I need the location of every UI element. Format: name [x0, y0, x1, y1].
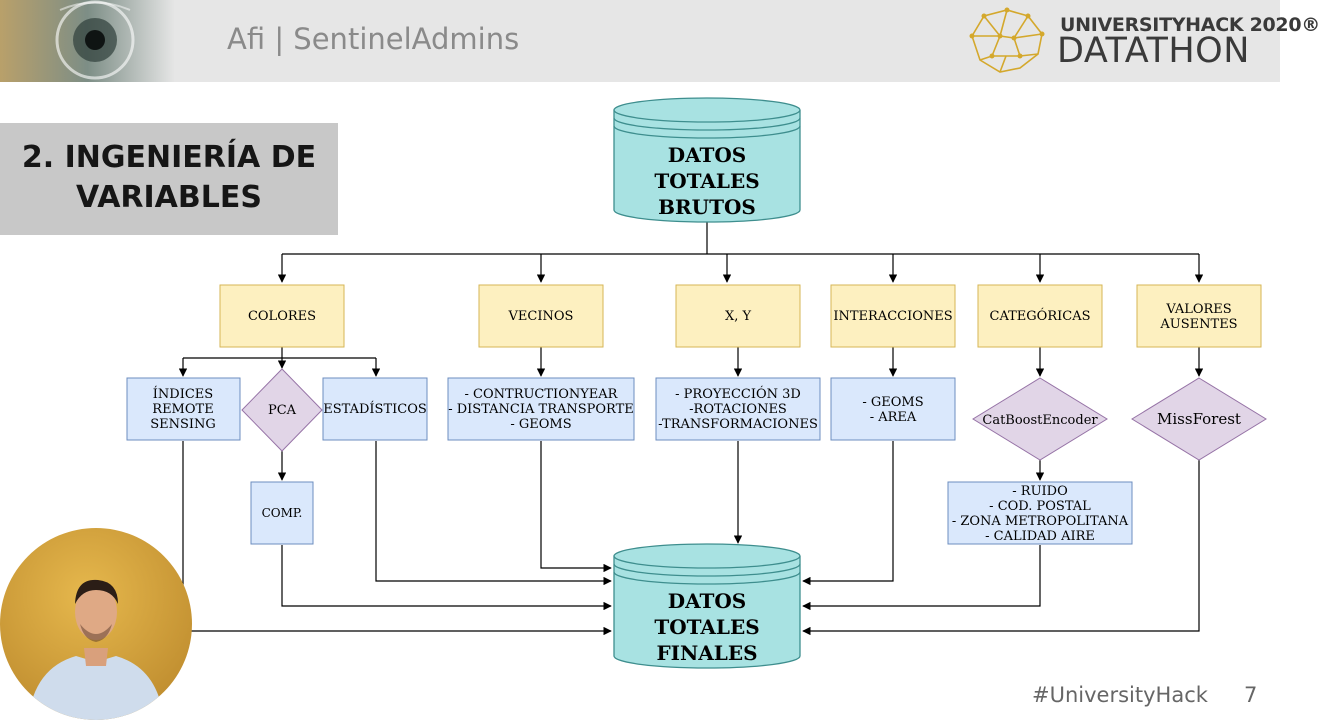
- detail-categoricas: - RUIDO - COD. POSTAL - ZONA METROPOLITA…: [947, 481, 1133, 545]
- slide-header: Afi | SentinelAdmins UNIVERSITYHACK 2020…: [0, 0, 1320, 82]
- detail-categoricas-line-3: - ZONA METROPOLITANA: [952, 514, 1129, 529]
- node-pca: PCA: [241, 368, 323, 452]
- detail-interacciones-line-1: - GEOMS: [862, 395, 923, 410]
- detail-xy-line-1: - PROYECCIÓN 3D: [675, 385, 801, 402]
- source-line-1: DATOS: [668, 143, 747, 167]
- catboost-label: CatBoostEncoder: [982, 413, 1098, 428]
- category-colores-label: COLORES: [248, 309, 316, 324]
- node-catboost-encoder: CatBoostEncoder: [972, 377, 1108, 461]
- indices-line-1: ÍNDICES: [153, 386, 213, 402]
- section-title-box: [0, 123, 338, 235]
- category-interacciones: INTERACCIONES: [830, 284, 956, 348]
- detail-xy-line-2: -ROTACIONES: [689, 402, 787, 417]
- category-interacciones-label: INTERACCIONES: [833, 309, 952, 324]
- final-data-cylinder: DATOS TOTALES FINALES: [613, 543, 801, 669]
- brand-subtitle: DATATHON: [1057, 31, 1250, 71]
- detail-categoricas-line-4: - CALIDAD AIRE: [985, 529, 1095, 544]
- detail-vecinos-line-3: - GEOMS: [510, 417, 571, 432]
- edge-estadisticos-sink: [375, 441, 612, 586]
- connectors: [178, 222, 1204, 636]
- detail-xy-line-3: -TRANSFORMACIONES: [658, 417, 818, 432]
- edge-indices-sink: [182, 441, 612, 636]
- footer-hashtag: #UniversityHack: [1032, 683, 1208, 707]
- source-line-2: TOTALES: [654, 169, 759, 193]
- node-comp: COMP.: [250, 481, 314, 545]
- detail-interacciones-line-2: - AREA: [870, 410, 917, 425]
- edge-comp-sink: [281, 545, 612, 611]
- category-xy: X, Y: [675, 284, 801, 348]
- category-xy-label: X, Y: [725, 309, 752, 324]
- sink-line-2: TOTALES: [654, 615, 759, 639]
- edge-categoricas-sink: [802, 545, 1041, 611]
- node-estadisticos: ESTADÍSTICOS: [322, 377, 428, 441]
- presenter-webcam: [0, 528, 192, 720]
- edge-vecinos-sink: [540, 441, 612, 573]
- detail-categoricas-line-2: - COD. POSTAL: [989, 499, 1091, 514]
- source-data-cylinder: DATOS TOTALES BRUTOS: [613, 97, 801, 223]
- detail-vecinos: - CONTRUCTIONYEAR - DISTANCIA TRANSPORTE…: [447, 377, 635, 441]
- datathon-brain-logo: [969, 7, 1045, 73]
- category-vecinos-label: VECINOS: [508, 309, 574, 324]
- category-categoricas-label: CATEGÓRICAS: [990, 307, 1091, 324]
- node-missforest: MissForest: [1131, 377, 1267, 461]
- header-eye-photo: [0, 0, 175, 82]
- indices-line-2: REMOTE: [152, 402, 213, 417]
- page-number: 7: [1244, 683, 1258, 707]
- presentation-title: Afi | SentinelAdmins: [227, 22, 520, 56]
- pca-label: PCA: [268, 403, 297, 418]
- sink-line-3: FINALES: [656, 641, 757, 665]
- category-colores: COLORES: [219, 284, 345, 348]
- detail-xy: - PROYECCIÓN 3D -ROTACIONES -TRANSFORMAC…: [655, 377, 821, 441]
- detail-vecinos-line-2: - DISTANCIA TRANSPORTE: [448, 402, 634, 417]
- source-line-3: BRUTOS: [658, 195, 756, 219]
- edge-interacciones-sink: [802, 441, 894, 586]
- category-valores-ausentes: VALORES AUSENTES: [1136, 284, 1262, 348]
- comp-label: COMP.: [262, 506, 303, 520]
- missforest-label: MissForest: [1157, 410, 1241, 428]
- category-vecinos: VECINOS: [478, 284, 604, 348]
- category-valores-line-2: AUSENTES: [1159, 317, 1237, 332]
- section-title: 2. INGENIERÍA DE VARIABLES: [21, 140, 317, 215]
- detail-vecinos-line-1: - CONTRUCTIONYEAR: [465, 387, 619, 402]
- sink-line-1: DATOS: [668, 589, 747, 613]
- estadisticos-label: ESTADÍSTICOS: [323, 401, 427, 417]
- node-indices-remote-sensing: ÍNDICES REMOTE SENSING: [126, 377, 241, 441]
- edge-missforest-sink: [802, 460, 1200, 636]
- category-valores-line-1: VALORES: [1165, 302, 1231, 317]
- feature-engineering-flowchart: DATOS TOTALES BRUTOS DATOS TOTALES FINAL…: [126, 97, 1267, 669]
- detail-interacciones: - GEOMS - AREA: [830, 377, 956, 441]
- indices-line-3: SENSING: [150, 417, 216, 432]
- brand-title: UNIVERSITYHACK 2020®: [1060, 14, 1320, 36]
- category-categoricas: CATEGÓRICAS: [977, 284, 1103, 348]
- detail-categoricas-line-1: - RUIDO: [1012, 484, 1068, 499]
